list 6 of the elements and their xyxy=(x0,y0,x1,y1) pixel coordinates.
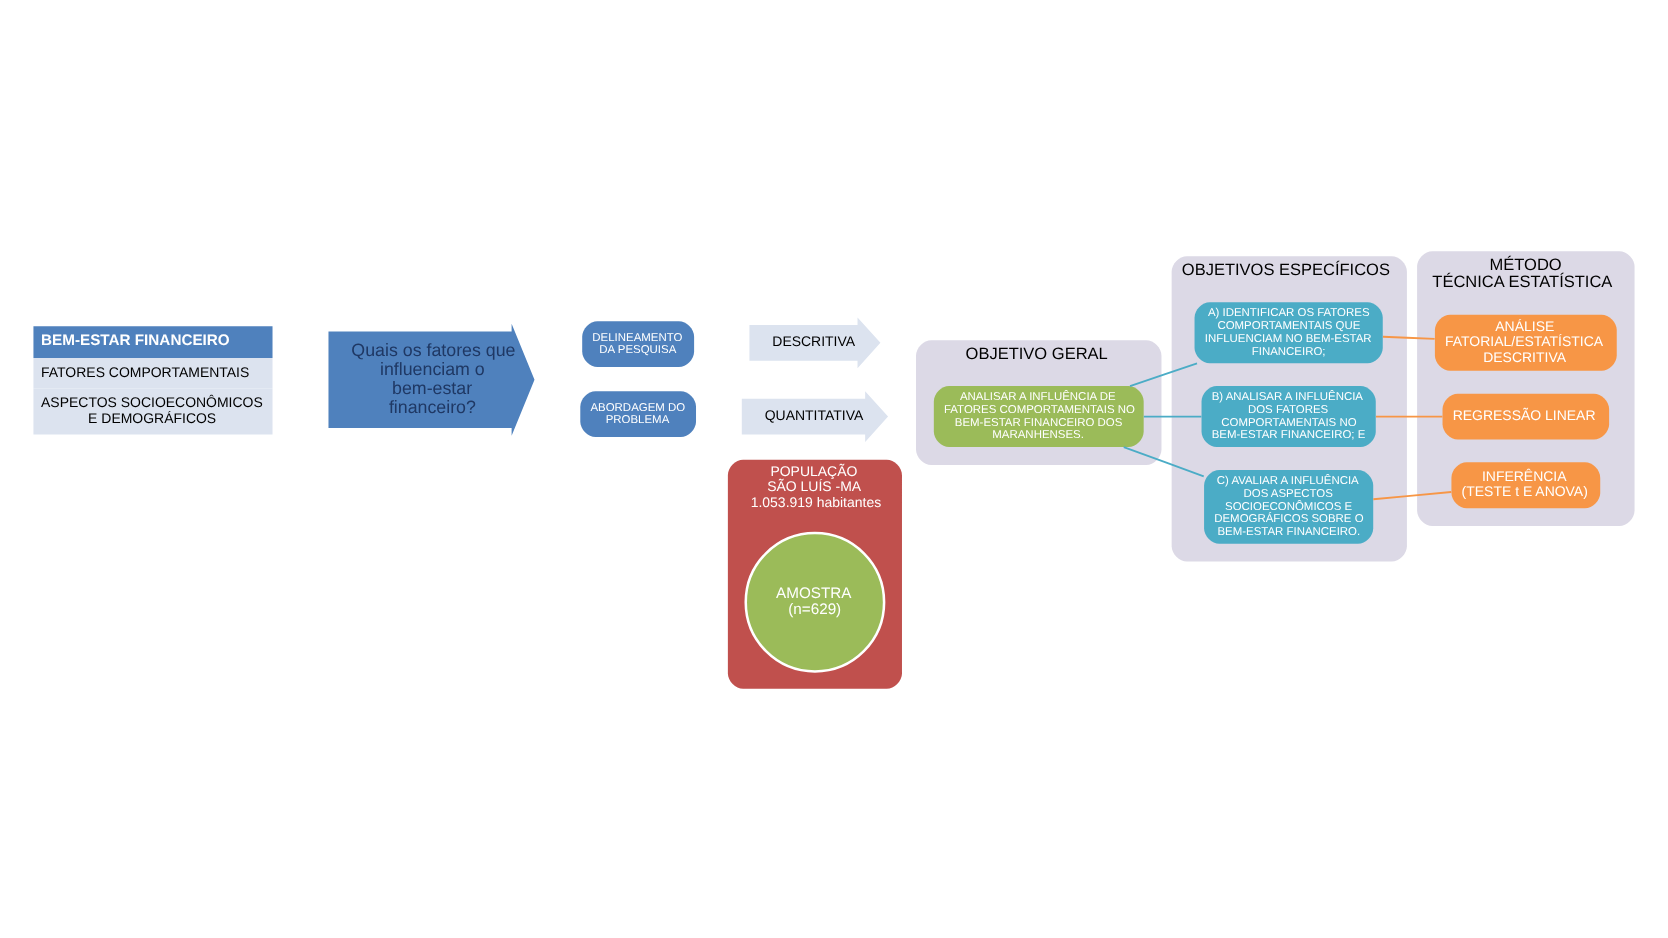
connector xyxy=(1122,445,1205,477)
connector xyxy=(1129,361,1198,386)
connector xyxy=(1372,490,1453,500)
connector xyxy=(1382,334,1436,339)
connector xyxy=(1142,414,1203,417)
connector xyxy=(1375,414,1444,417)
